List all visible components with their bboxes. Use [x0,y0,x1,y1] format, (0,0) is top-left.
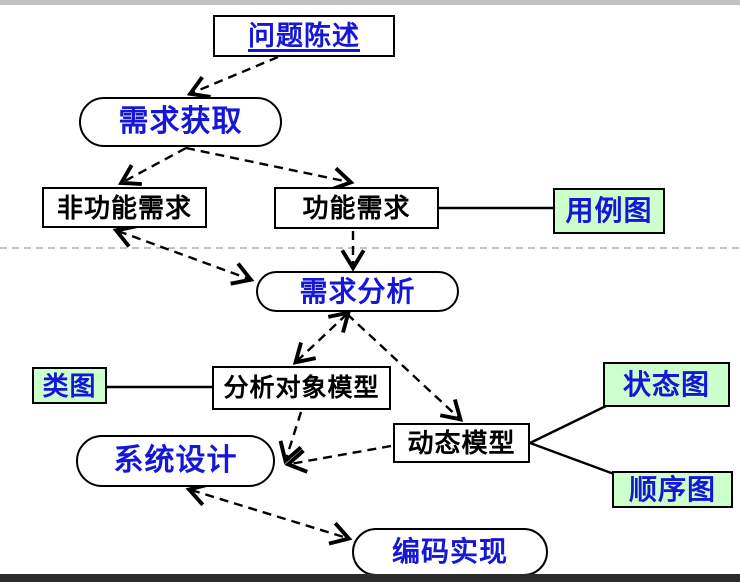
edge-analysis-to-object-model [292,310,352,365]
node-dynamic-model: 动态模型 [393,423,530,463]
edge-elicitation-to-nonfunctional [117,146,187,186]
edge-dynamic-model-to-design [284,444,392,474]
node-system-design: 系统设计 [76,435,275,487]
node-requirements-elicitation: 需求获取 [79,97,282,147]
node-problem-statement: 问题陈述 [213,15,395,57]
node-state-diagram: 状态图 [603,362,730,407]
edge-design-to-coding [185,482,353,546]
top-divider-bar [0,0,740,5]
edge-nonfunctional-to-analysis [112,224,255,286]
edge-analysis-to-dynamic-model [346,313,464,422]
node-analysis-object-model: 分析对象模型 [212,366,391,410]
edge-elicitation-to-functional [185,146,355,192]
edge-object-model-to-design [278,411,303,465]
bottom-divider-bar [0,574,740,582]
node-requirements-analysis: 需求分析 [256,271,459,312]
node-class-diagram: 类图 [32,367,107,404]
connector-dynamicmodel-sequencediagram [529,441,615,476]
node-sequence-diagram: 顺序图 [612,471,733,508]
node-coding-implementation: 编码实现 [352,528,548,576]
node-functional-requirements: 功能需求 [274,187,439,229]
node-use-case-diagram: 用例图 [553,188,665,234]
node-nonfunctional-requirements: 非功能需求 [42,187,207,228]
connector-dynamicmodel-statediagram [529,404,607,445]
edge-problem-to-elicitation [186,55,279,99]
